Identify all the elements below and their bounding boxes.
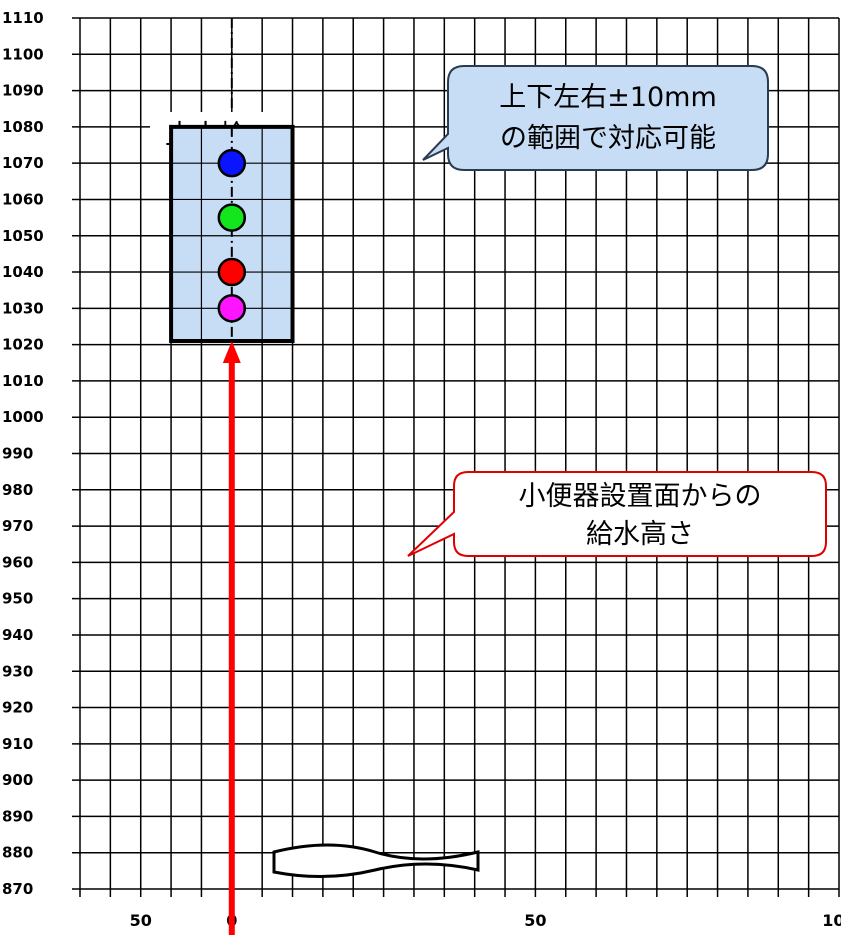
y-tick-label: 970 xyxy=(2,517,33,535)
y-tick-label: 1010 xyxy=(2,372,44,390)
x-axis-tick-labels: 50050100 xyxy=(130,911,841,930)
y-axis-tick-labels: 870 880 890 900 910 920 930 940 950 960 970 980 990 1… xyxy=(2,9,44,898)
y-tick-label: 890 xyxy=(2,807,33,825)
y-tick-label: 1090 xyxy=(2,82,44,100)
y-tick-label: 880 xyxy=(2,844,33,862)
axis-break-symbol xyxy=(272,843,480,879)
y-tick-label: 1100 xyxy=(2,45,44,63)
y-tick-label: 870 xyxy=(2,880,33,898)
x-tick-label: 50 xyxy=(130,911,152,930)
height-callout-line2: 給水高さ xyxy=(586,519,694,550)
supply-point-marker xyxy=(217,148,247,178)
supply-point-marker xyxy=(217,294,247,323)
supply-height-arrow-head xyxy=(222,340,241,363)
y-tick-label: 1000 xyxy=(2,408,44,426)
y-tick-label: 1040 xyxy=(2,263,44,281)
y-tick-label: 940 xyxy=(2,626,33,644)
y-tick-label: 1050 xyxy=(2,227,44,245)
x-tick-label: 50 xyxy=(524,911,546,930)
height-callout: 小便器設置面からの 給水高さ xyxy=(407,471,827,557)
y-tick-label: 1020 xyxy=(2,336,44,354)
y-tick-label: 1030 xyxy=(2,299,44,317)
y-tick-label: 910 xyxy=(2,735,33,753)
supply-point-marker xyxy=(217,257,247,287)
y-tick-label: 930 xyxy=(2,662,33,680)
height-callout-line1: 小便器設置面からの xyxy=(519,481,762,512)
y-tick-label: 980 xyxy=(2,481,33,499)
x-tick-label: 100 xyxy=(822,911,841,930)
range-callout-line1: 上下左右±10mm xyxy=(499,82,717,113)
y-tick-label: 1110 xyxy=(2,9,44,27)
y-tick-label: 920 xyxy=(2,699,33,717)
range-callout-line2: の範囲で対応可能 xyxy=(500,123,716,154)
y-tick-label: 1070 xyxy=(2,154,44,172)
range-callout: 上下左右±10mm の範囲で対応可能 xyxy=(422,65,769,171)
y-tick-label: 900 xyxy=(2,771,33,789)
y-tick-label: 950 xyxy=(2,590,33,608)
y-tick-label: 960 xyxy=(2,553,33,571)
supply-points xyxy=(171,126,293,341)
y-tick-label: 1080 xyxy=(2,118,44,136)
supply-point-marker xyxy=(217,203,247,232)
y-tick-label: 1060 xyxy=(2,190,44,208)
y-tick-label: 990 xyxy=(2,445,33,463)
